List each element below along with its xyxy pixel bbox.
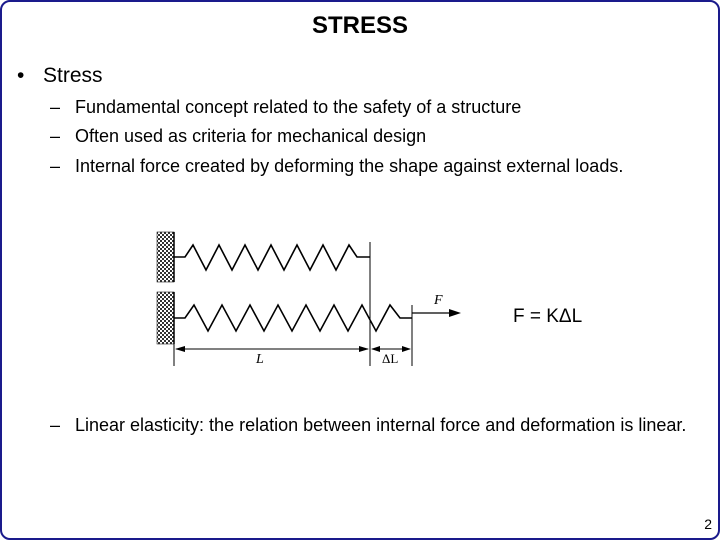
sub-item-text: Internal force created by deforming the … <box>75 156 624 176</box>
wall-bottom <box>156 291 175 345</box>
bullet-stress: • Stress <box>17 64 103 88</box>
sub-item-text: Fundamental concept related to the safet… <box>75 97 522 117</box>
dash-marker: – <box>50 97 61 117</box>
sub-item-3: –Internal force created by deforming the… <box>50 155 623 177</box>
bullet-label: Stress <box>43 64 103 87</box>
delta-arrow-right <box>402 346 411 352</box>
equation: F = KΔL <box>513 306 582 327</box>
bullet-dot: • <box>17 64 25 87</box>
force-arrow-head <box>449 309 461 317</box>
length-arrow-left <box>175 346 185 352</box>
dash-marker: – <box>50 415 61 435</box>
length-arrow-right <box>359 346 369 352</box>
slide-title: STRESS <box>311 12 409 39</box>
dash-marker: – <box>50 126 61 146</box>
force-label: F <box>433 293 443 308</box>
sub-item-1: –Fundamental concept related to the safe… <box>50 96 521 118</box>
delta-label: ΔL <box>382 351 398 366</box>
delta-arrow-left <box>371 346 380 352</box>
sub-item-text: Linear elasticity: the relation between … <box>75 415 687 435</box>
sub-item-text: Often used as criteria for mechanical de… <box>75 126 427 146</box>
sub-item-2: –Often used as criteria for mechanical d… <box>50 125 426 147</box>
length-label: L <box>255 352 264 367</box>
dash-marker: – <box>50 156 61 176</box>
page-number: 2 <box>704 516 712 532</box>
sub-item-linear-elasticity: –Linear elasticity: the relation between… <box>50 414 710 436</box>
spring-unloaded <box>174 243 370 272</box>
spring-stretched <box>174 303 412 333</box>
wall-top <box>156 231 175 283</box>
